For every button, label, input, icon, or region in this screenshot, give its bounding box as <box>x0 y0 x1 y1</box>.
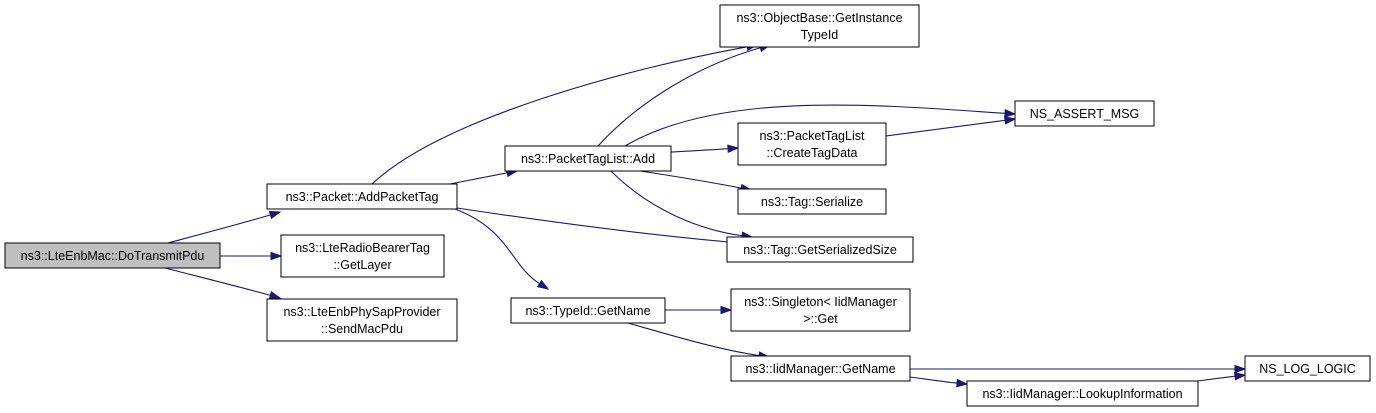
node-iidmanager-get-name[interactable]: ns3::IidManager::GetName <box>730 355 911 382</box>
node-label: ::SendMacPdu <box>321 322 403 336</box>
edge-line <box>164 267 271 296</box>
arrowhead-icon <box>1234 364 1247 374</box>
node-box <box>280 234 445 278</box>
node-box <box>504 145 672 172</box>
node-box <box>737 122 887 166</box>
node-label: NS_LOG_LOGIC <box>1259 362 1356 376</box>
node-box <box>266 183 458 210</box>
edge-do-transmit-pdu-to-send-mac-pdu <box>164 267 282 300</box>
node-box <box>4 242 221 269</box>
arrowhead-icon <box>1234 371 1247 381</box>
node-tag-serialize[interactable]: ns3::Tag::Serialize <box>737 188 887 215</box>
node-box <box>737 188 887 215</box>
edge-line <box>610 170 743 237</box>
arrowhead-icon <box>1004 116 1017 125</box>
arrowhead-icon <box>268 210 282 220</box>
edge-lookup-information-to-ns-log-logic <box>1197 371 1247 382</box>
edge-line <box>167 214 271 244</box>
edge-packet-tag-list-add-to-ns-assert-msg <box>624 104 1017 147</box>
edge-packet-tag-list-add-to-create-tag-data <box>670 144 740 154</box>
node-label: ns3::TypeId::GetName <box>525 304 650 318</box>
edge-iidmanager-get-name-to-ns-log-logic <box>910 364 1247 374</box>
edge-line <box>449 172 508 185</box>
node-do-transmit-pdu[interactable]: ns3::LteEnbMac::DoTransmitPdu <box>4 242 221 269</box>
edge-add-packet-tag-to-tag-get-serialized-size <box>456 207 742 247</box>
node-label: ::CreateTagData <box>766 146 857 160</box>
node-lookup-information[interactable]: ns3::IidManager::LookupInformation <box>966 380 1199 407</box>
node-typeid-get-name[interactable]: ns3::TypeId::GetName <box>510 297 666 324</box>
node-box <box>510 297 666 324</box>
node-label: ns3::ObjectBase::GetInstance <box>736 11 902 25</box>
edge-do-transmit-pdu-to-add-packet-tag <box>167 210 282 244</box>
node-box <box>726 236 914 263</box>
arrowhead-icon <box>727 144 740 154</box>
edge-line <box>454 208 540 285</box>
node-label: >::Get <box>803 312 838 326</box>
edge-add-packet-tag-to-typeid-get-name <box>454 208 550 290</box>
node-label: TypeId <box>801 28 839 42</box>
edge-do-transmit-pdu-to-radio-bearer-get-layer <box>219 251 283 261</box>
node-label: ns3::LteEnbPhySapProvider <box>283 305 440 319</box>
node-box <box>730 288 911 332</box>
node-ns-log-logic[interactable]: NS_LOG_LOGIC <box>1244 355 1371 382</box>
edge-line <box>670 148 729 153</box>
edge-line <box>371 46 748 185</box>
node-label: ns3::IidManager::LookupInformation <box>982 387 1182 401</box>
edge-iidmanager-get-name-to-lookup-information <box>909 376 969 388</box>
arrowhead-icon <box>536 279 550 290</box>
node-label: ns3::PacketTagList::Add <box>521 152 655 166</box>
edge-typeid-get-name-to-singleton-get <box>665 305 733 315</box>
arrowhead-icon <box>268 291 282 300</box>
node-label: ns3::Tag::Serialize <box>761 195 863 209</box>
node-box <box>1014 100 1155 127</box>
node-tag-get-serialized-size[interactable]: ns3::Tag::GetSerializedSize <box>726 236 914 263</box>
node-box <box>730 355 911 382</box>
arrowhead-icon <box>720 305 733 315</box>
arrowhead-icon <box>956 378 969 388</box>
node-label: ::GetLayer <box>333 258 391 272</box>
edge-line <box>456 207 731 243</box>
node-label: ns3::PacketTagList <box>760 129 865 143</box>
node-send-mac-pdu[interactable]: ns3::LteEnbPhySapProvider::SendMacPdu <box>266 298 458 342</box>
node-ns-assert-msg[interactable]: NS_ASSERT_MSG <box>1014 100 1155 127</box>
arrowhead-icon <box>270 251 283 261</box>
node-label: ns3::Singleton< IidManager <box>744 295 897 309</box>
edge-line <box>624 104 1006 147</box>
edge-line <box>597 47 761 147</box>
edge-line <box>909 376 958 384</box>
node-label: ns3::Packet::AddPacketTag <box>286 190 439 204</box>
node-label: ns3::LteRadioBearerTag <box>295 241 430 255</box>
edge-packet-tag-list-add-to-tag-serialize <box>639 170 753 193</box>
node-label: ns3::Tag::GetSerializedSize <box>743 243 897 257</box>
node-add-packet-tag[interactable]: ns3::Packet::AddPacketTag <box>266 183 458 210</box>
node-box <box>266 298 458 342</box>
node-packet-tag-list-add[interactable]: ns3::PacketTagList::Add <box>504 145 672 172</box>
edge-create-tag-data-to-ns-assert-msg <box>885 116 1017 137</box>
edge-line <box>1197 375 1236 382</box>
node-box <box>966 380 1199 407</box>
edge-line <box>627 322 760 357</box>
node-box <box>719 4 920 48</box>
node-label: NS_ASSERT_MSG <box>1030 107 1140 121</box>
node-create-tag-data[interactable]: ns3::PacketTagList::CreateTagData <box>737 122 887 166</box>
node-label: ns3::LteEnbMac::DoTransmitPdu <box>21 249 205 263</box>
arrowhead-icon <box>1004 108 1017 118</box>
nodes-layer: ns3::LteEnbMac::DoTransmitPdu ns3::Packet… <box>4 4 1371 407</box>
edge-line <box>639 170 742 189</box>
edge-line <box>885 119 1006 137</box>
node-radio-bearer-get-layer[interactable]: ns3::LteRadioBearerTag::GetLayer <box>280 234 445 278</box>
node-box <box>1244 355 1371 382</box>
edge-packet-tag-list-add-to-tag-get-serialized-size <box>610 170 754 240</box>
node-singleton-get[interactable]: ns3::Singleton< IidManager >::Get <box>730 288 911 332</box>
node-label: ns3::IidManager::GetName <box>745 362 895 376</box>
